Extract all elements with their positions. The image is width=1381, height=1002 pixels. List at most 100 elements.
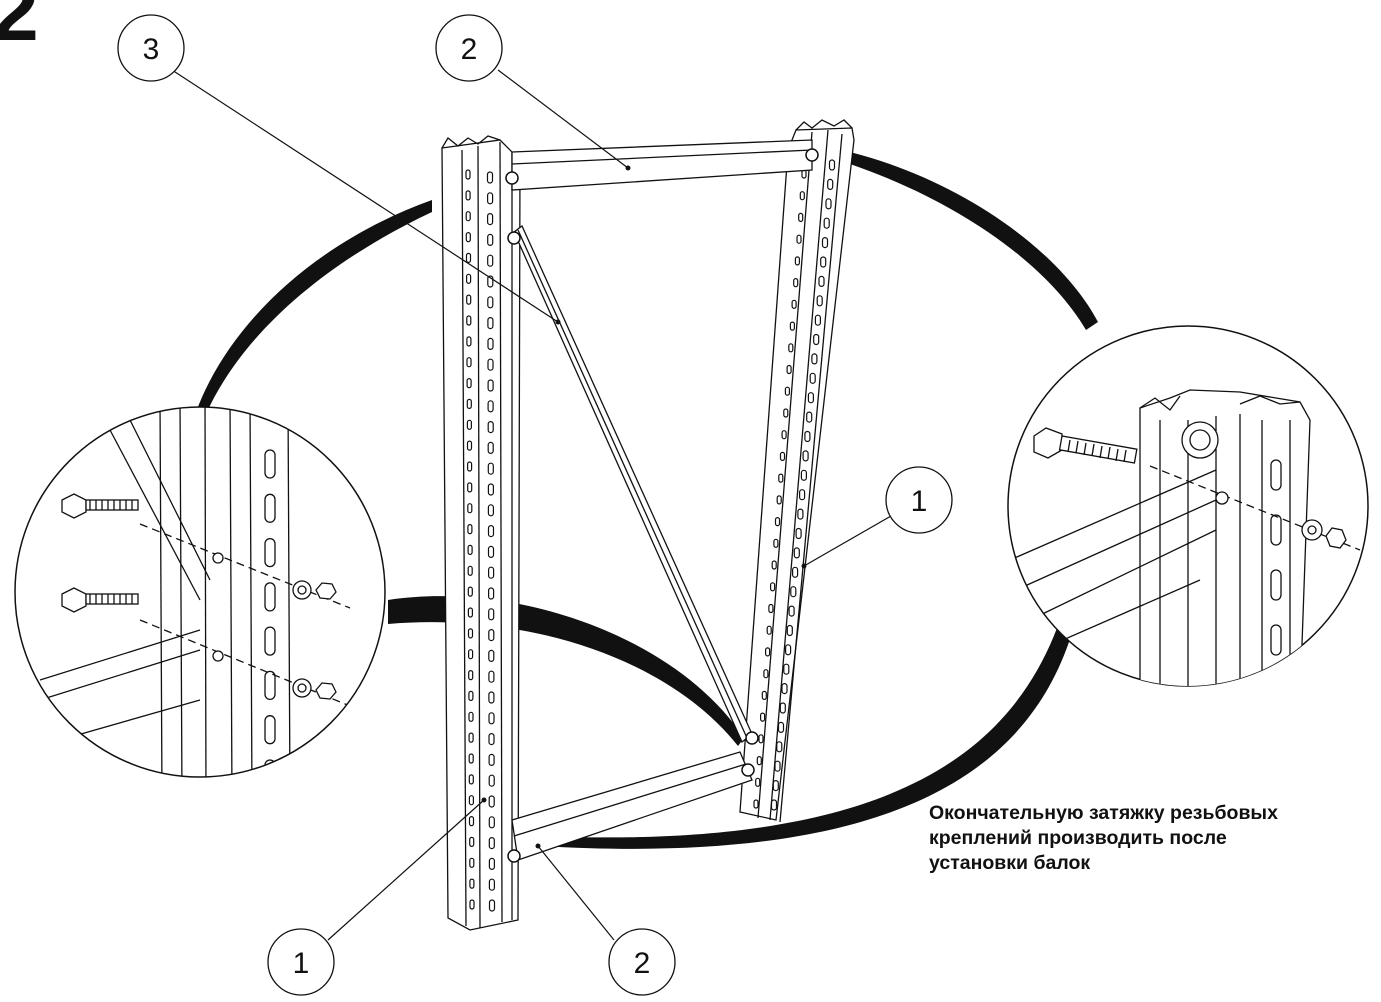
upright-slot: [468, 649, 474, 660]
note-line-2: креплений производить после: [929, 827, 1227, 849]
upright-slot: [465, 211, 471, 222]
upright-slot: [796, 234, 802, 244]
upright-slot: [816, 295, 823, 307]
upright-slot: [755, 777, 761, 787]
upright-slot: [487, 462, 494, 475]
upright-slot: [468, 669, 474, 681]
upright-slot: [773, 538, 779, 548]
connector-arc-left-lower: [388, 596, 744, 746]
upright-slot: [761, 690, 767, 701]
callout-1-right: 1: [885, 466, 953, 534]
upright-slot: [468, 795, 474, 806]
tightening-note: Окончательную затяжку резьбовых креплени…: [929, 801, 1379, 876]
detail-slot: [264, 626, 276, 656]
upright-slot: [488, 649, 495, 663]
upright-slot: [789, 321, 796, 331]
upright-slot: [487, 400, 494, 413]
upright-slot: [469, 878, 475, 889]
leader-dots: [481, 165, 807, 849]
upright-slot: [468, 711, 474, 722]
upright-slot: [753, 799, 759, 809]
upright-slot: [798, 212, 804, 222]
upright-slot: [790, 586, 797, 598]
upright-slot: [768, 603, 774, 614]
upright-slot: [488, 816, 495, 829]
upright-slot: [466, 398, 472, 409]
upright-slot: [766, 625, 772, 635]
upright-slot: [468, 774, 474, 785]
upright-slot: [487, 483, 494, 496]
bolt-diagonal-top: [507, 231, 521, 245]
upright-slot: [468, 815, 475, 827]
upright-slot: [487, 275, 494, 288]
step-number: 2: [0, 0, 39, 58]
upright-slot: [820, 256, 827, 268]
detail-slot: [1270, 459, 1282, 491]
upright-slot: [779, 451, 786, 461]
upright-slot: [465, 169, 471, 180]
upright-slot: [488, 857, 495, 871]
upright-slot: [794, 256, 801, 266]
leader-1-right: [803, 511, 899, 567]
upright-slot: [466, 315, 472, 326]
upright-slot: [756, 755, 762, 766]
upright-slot: [786, 364, 792, 375]
note-line-3: установки балок: [929, 852, 1091, 874]
top-brace: [511, 139, 813, 191]
right-upright: [739, 119, 855, 823]
detail-slot: [264, 582, 276, 612]
leader-2-bottom: [537, 845, 615, 941]
upright-slot: [799, 191, 805, 201]
leader-lines: [171, 69, 899, 941]
upright-slot: [778, 473, 784, 483]
upright-slot: [786, 624, 793, 637]
detail-slot: [1270, 514, 1282, 546]
upright-slot: [487, 233, 494, 246]
upright-slot: [488, 628, 495, 642]
upright-slot: [466, 294, 472, 305]
upright-slot: [487, 524, 495, 538]
upright-slot: [487, 421, 494, 434]
upright-slot: [466, 419, 472, 430]
upright-slot: [488, 712, 495, 725]
upright-slot: [488, 774, 495, 787]
upright-slot: [487, 317, 494, 330]
upright-slot: [771, 560, 777, 570]
upright-slot: [774, 760, 781, 772]
upright-slot: [488, 836, 495, 850]
upright-slot: [769, 582, 776, 592]
leader-1-bottom: [327, 799, 485, 941]
upright-slot: [488, 670, 495, 683]
upright-slot: [488, 753, 495, 767]
upright-slot: [793, 278, 799, 288]
bolt-bottom-left: [507, 849, 521, 863]
upright-slot: [465, 190, 471, 201]
upright-slot: [776, 741, 783, 753]
upright-slot: [802, 450, 809, 462]
left-upright-slots: [465, 169, 496, 912]
upright-slot: [774, 516, 781, 527]
upright-slot: [821, 237, 829, 249]
upright-slot: [487, 192, 494, 205]
upright-slot: [777, 721, 785, 734]
upright-slot: [469, 836, 475, 848]
upright-slot: [806, 411, 813, 423]
upright-slot: [466, 273, 472, 284]
detail-slot: [264, 670, 276, 701]
upright-slot: [465, 252, 472, 263]
upright-slot: [487, 441, 494, 454]
detail-slot: [264, 493, 276, 523]
upright-slot: [467, 461, 473, 472]
upright-slot: [467, 503, 473, 514]
upright-slot: [800, 469, 808, 481]
left-upright: [441, 135, 521, 931]
upright-slot: [784, 644, 792, 656]
upright-slot: [465, 232, 471, 243]
upright-slot: [467, 482, 473, 493]
callout-3-number: 3: [143, 33, 160, 66]
upright-slot: [468, 753, 474, 764]
right-detail-view: [1007, 325, 1369, 687]
upright-slot: [467, 628, 474, 639]
